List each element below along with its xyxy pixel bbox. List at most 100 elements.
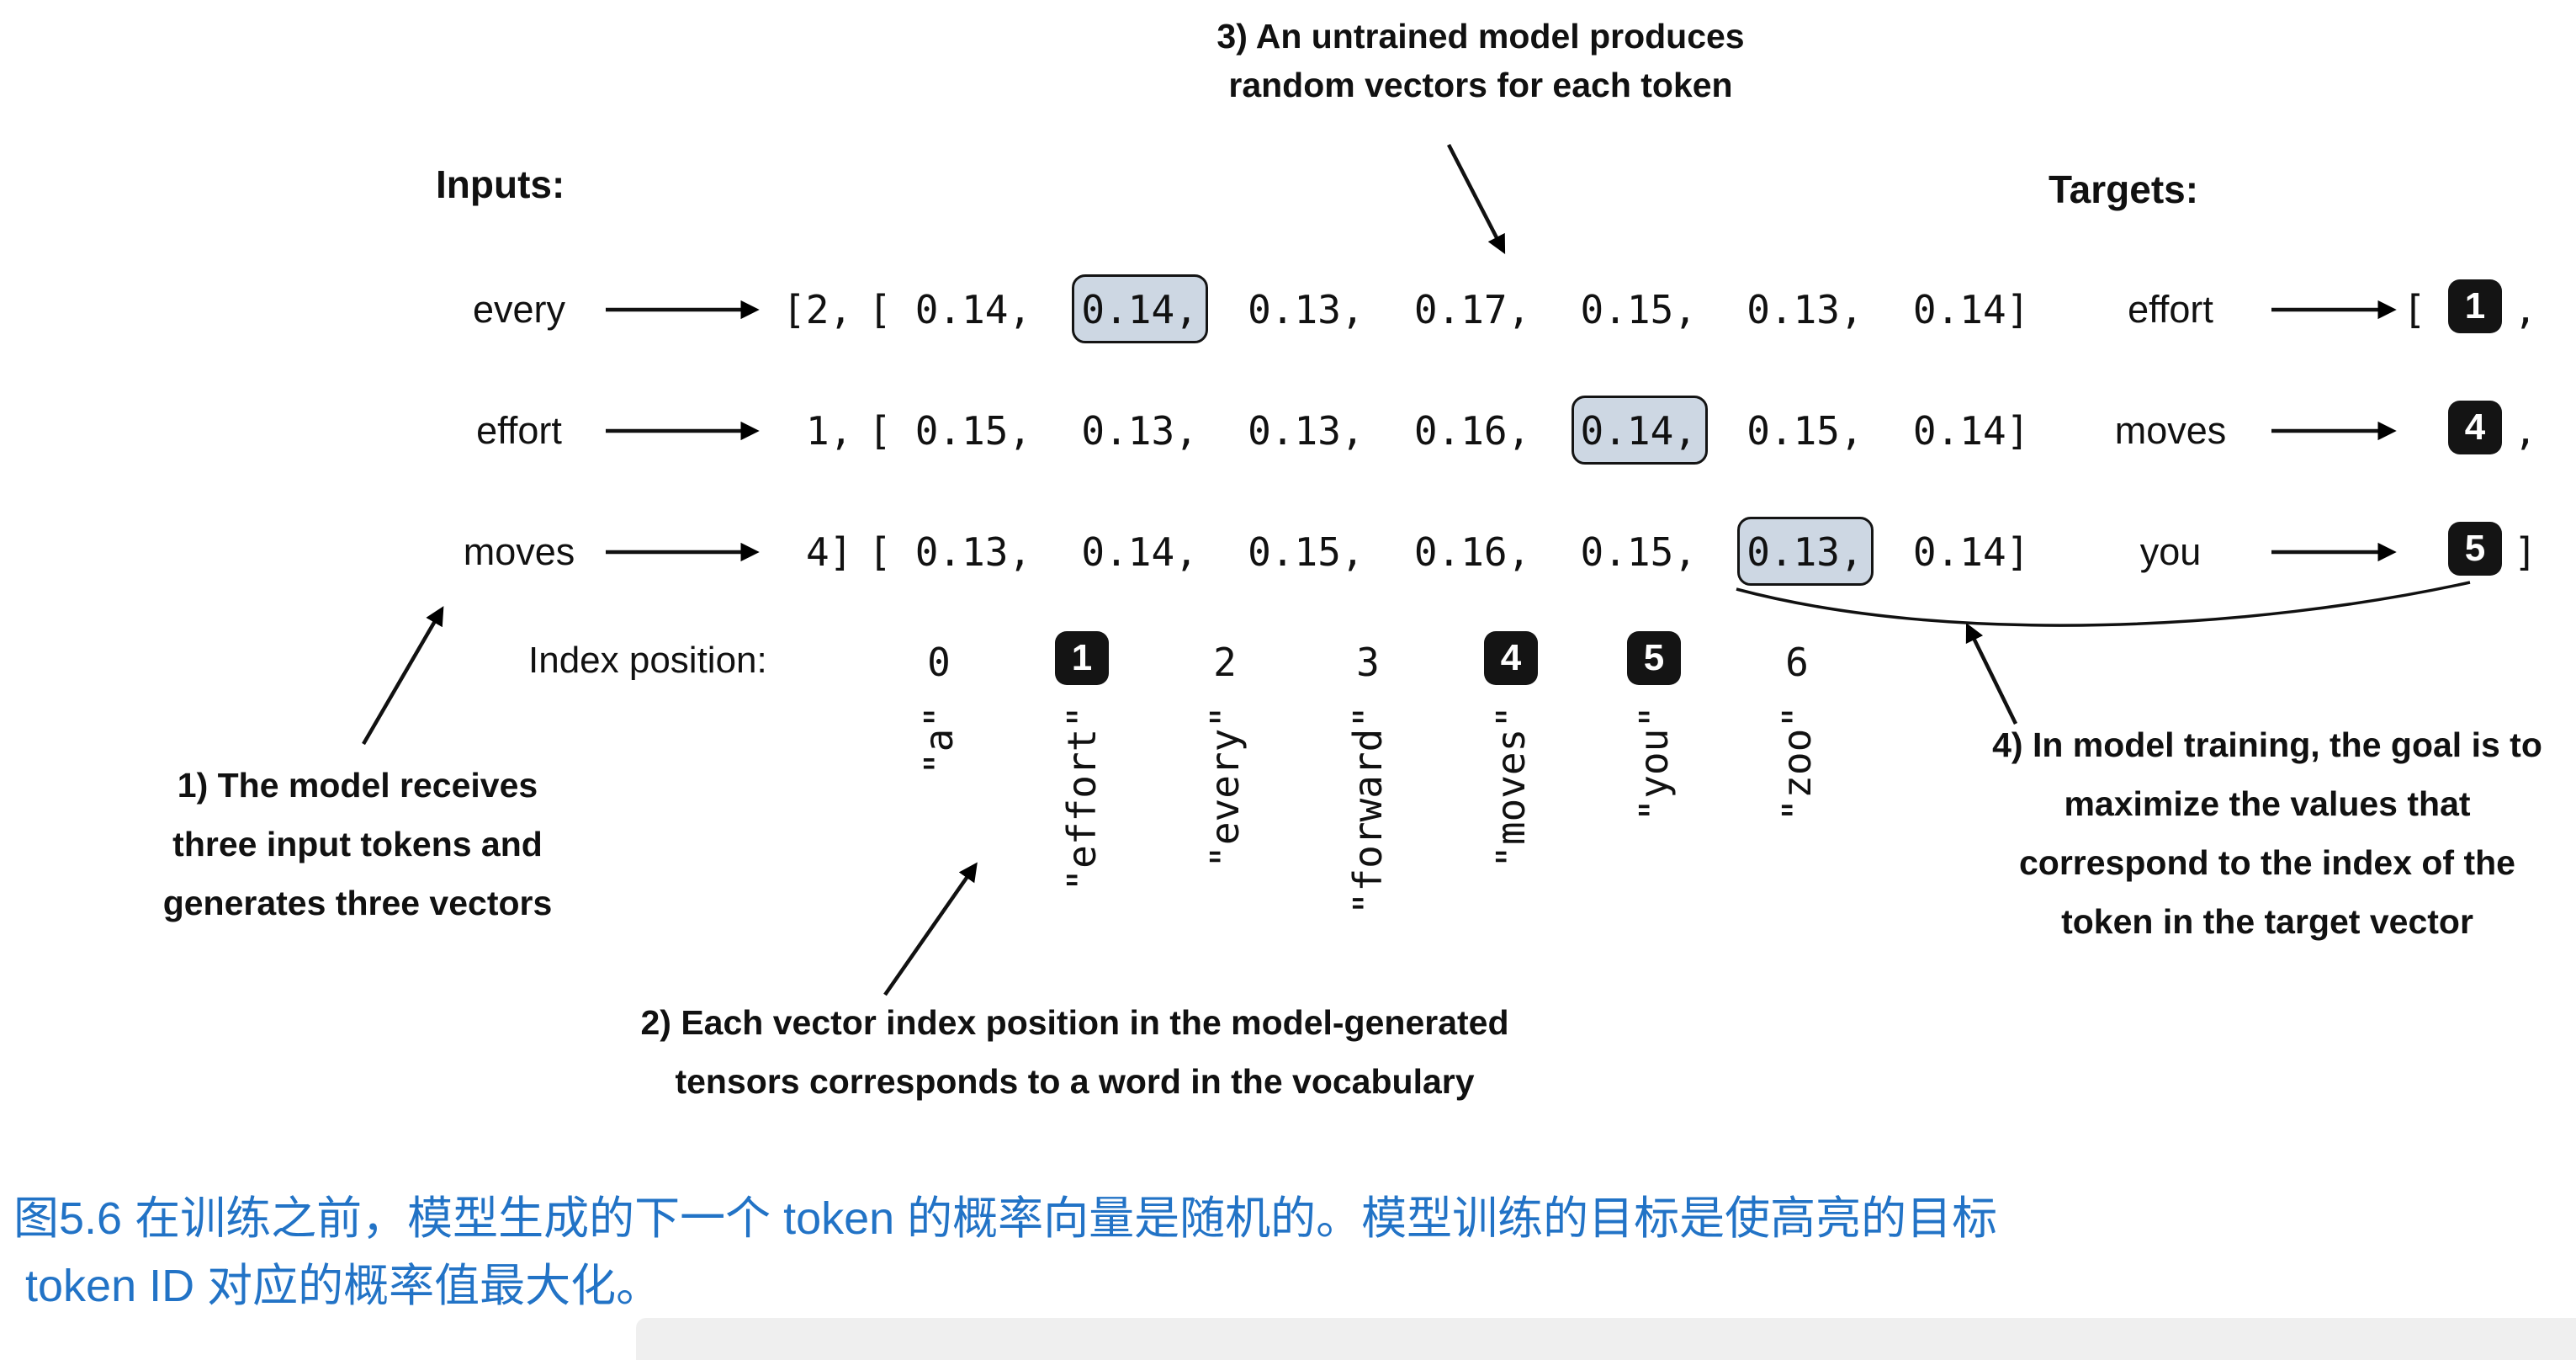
vector-separator: ,: [1008, 408, 1032, 454]
vocab-word-text: "you": [1631, 705, 1677, 822]
target-token-label: moves: [2114, 409, 2227, 452]
vector-cell-highlighted: 0.14,: [1571, 396, 1724, 465]
annotation-line: 3) An untrained model produces: [1216, 17, 1745, 56]
vector-open-bracket: [: [868, 408, 892, 454]
vector-separator: ,: [1840, 529, 1863, 575]
vector-cell: 0.15,: [1581, 284, 1724, 335]
target-id-badge: 5: [2448, 522, 2502, 576]
index-position-label: Index position:: [528, 640, 767, 681]
vector-separator: ,: [1174, 287, 1198, 332]
targets-heading: Targets:: [2049, 167, 2199, 211]
vector-separator: ,: [1673, 408, 1697, 454]
vector-cell: 0.13,: [1746, 284, 1890, 335]
vector-cell: 0.14]: [1913, 527, 2056, 577]
vocab-word-text: "a": [916, 705, 962, 776]
target-id-badge: 1: [2448, 279, 2502, 333]
index-badge: 1: [1055, 631, 1109, 685]
vector-separator: ,: [1008, 287, 1032, 332]
vector-value: 0.17: [1413, 287, 1508, 332]
vector-value: 0.13: [914, 529, 1009, 575]
annotation-vector-index: 2) Each vector index position in the mod…: [547, 993, 1603, 1111]
highlight-to-target-curve: [1736, 581, 2471, 627]
index-badge: 5: [1627, 631, 1681, 685]
vector-value: 0.15: [914, 408, 1009, 454]
caption-line: 图5.6 在训练之前，模型生成的下一个 token 的概率向量是随机的。模型训练…: [13, 1193, 1998, 1244]
vector-cell-highlighted: 0.13,: [1737, 517, 1890, 586]
target-separator: ,: [2514, 408, 2537, 454]
annotation-training-goal: 4) In model training, the goal is to max…: [1956, 715, 2576, 951]
target-close-bracket: ]: [2514, 529, 2537, 575]
input-token-label: moves: [463, 530, 575, 573]
vector-cell: 0.13,: [1248, 406, 1391, 456]
vector-separator: ,: [1507, 287, 1531, 332]
vector-value: 0.15: [1248, 529, 1341, 575]
caption-line: token ID 对应的概率值最大化。: [25, 1261, 662, 1311]
annotation-line: generates three vectors: [162, 884, 553, 922]
vector-cell: 0.17,: [1414, 284, 1557, 335]
annotation-line: 4) In model training, the goal is to: [1992, 725, 2542, 764]
vector-cell: 0.14,: [915, 284, 1058, 335]
vector-separator: ,: [1673, 287, 1697, 332]
vector-value: 0.14: [1081, 529, 1175, 575]
input-token-label: effort: [476, 409, 562, 452]
inputs-heading: Inputs:: [436, 162, 565, 206]
vector-cell: 0.16,: [1414, 406, 1557, 456]
annotation3-arrow: [1447, 143, 1506, 254]
annotation-line: token in the target vector: [2061, 902, 2473, 941]
vocab-word-text: "forward": [1345, 705, 1391, 916]
vector-separator: ,: [1174, 529, 1198, 575]
input-token-id: 4]: [806, 529, 853, 575]
figure-caption: 图5.6 在训练之前，模型生成的下一个 token 的概率向量是随机的。模型训练…: [13, 1185, 2554, 1320]
annotation-model-receives: 1) The model receives three input tokens…: [46, 756, 669, 932]
annotation-line: tensors corresponds to a word in the voc…: [675, 1062, 1475, 1101]
vector-separator: ,: [1840, 287, 1863, 332]
annotation-line: maximize the values that: [2064, 784, 2471, 823]
vector-cell: 0.16,: [1414, 527, 1557, 577]
vector-cell: 0.13,: [1081, 406, 1224, 456]
vector-separator: ,: [1840, 408, 1863, 454]
vector-value: 0.15: [1746, 408, 1840, 454]
vector-open-bracket: [: [868, 287, 892, 332]
annotation2-arrow: [883, 862, 978, 996]
vector-row: [ 0.13, 0.14, 0.15, 0.16, 0.15, 0.13, 0.…: [868, 517, 2056, 586]
vector-value: 0.13: [1248, 408, 1341, 454]
vector-separator: ,: [1340, 287, 1365, 332]
vector-value: 0.14: [1580, 408, 1674, 454]
input-token-label: every: [472, 288, 566, 331]
vector-cell: 0.15,: [1248, 527, 1391, 577]
vector-separator: ,: [1673, 529, 1697, 575]
vector-value: 0.13: [1746, 529, 1840, 575]
vector-value: 0.14: [1912, 287, 2006, 332]
vector-row: [ 0.14, 0.14, 0.13, 0.17, 0.15, 0.13, 0.…: [868, 274, 2056, 343]
index-number: 2: [1213, 640, 1237, 685]
index-number: 0: [927, 640, 951, 685]
vector-value: 0.13: [1248, 287, 1341, 332]
vector-close-bracket: ]: [2006, 287, 2030, 332]
vector-value: 0.14: [1912, 408, 2006, 454]
vocab-word-text: "every": [1202, 705, 1248, 869]
vector-separator: ,: [1340, 408, 1365, 454]
background-strip: [636, 1318, 2576, 1360]
vector-row: [ 0.15, 0.13, 0.13, 0.16, 0.14, 0.15, 0.…: [868, 396, 2056, 465]
target-id-badge: 4: [2448, 401, 2502, 454]
target-open-bracket: [: [2403, 287, 2426, 332]
vector-value: 0.15: [1580, 529, 1674, 575]
vector-value: 0.14: [1081, 287, 1175, 332]
vector-separator: ,: [1008, 529, 1032, 575]
vector-separator: ,: [1174, 408, 1198, 454]
input-token-id: 1,: [806, 408, 853, 454]
annotation-line: random vectors for each token: [1228, 66, 1733, 104]
vector-value: 0.13: [1746, 287, 1840, 332]
vector-value: 0.15: [1580, 287, 1674, 332]
annotation-untrained-model: 3) An untrained model produces random ve…: [1123, 12, 1838, 109]
vector-value: 0.13: [1081, 408, 1175, 454]
annotation-line: 2) Each vector index position in the mod…: [640, 1003, 1509, 1042]
vector-cell: 0.13,: [1248, 284, 1391, 335]
vector-separator: ,: [1507, 408, 1531, 454]
target-separator: ,: [2514, 287, 2537, 332]
target-token-label: effort: [2128, 288, 2213, 331]
vector-value: 0.14: [914, 287, 1009, 332]
vector-separator: ,: [1507, 529, 1531, 575]
vocab-word-text: "effort": [1059, 705, 1105, 892]
